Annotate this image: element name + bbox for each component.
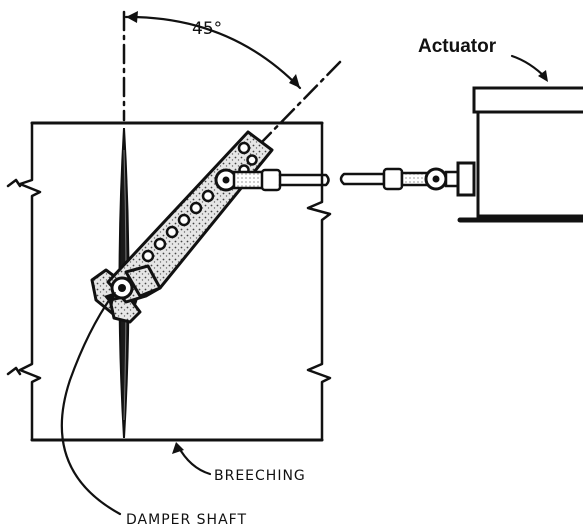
damper-lever-arm [106,130,274,304]
actuator-leader [510,54,548,82]
angle-arc [124,11,302,90]
arc-arrowhead-left [126,11,138,23]
breeching-leader [172,442,212,476]
angle-label: 45° [192,19,222,39]
angle-reference-line [256,60,342,148]
damper-shaft-label: DAMPER SHAFT [126,512,247,528]
arc-arrowhead-right [289,74,300,88]
damper-hub [90,268,142,324]
actuator-label: Actuator [418,36,497,57]
actuator-rod-end [382,161,476,197]
breeching-label: BREECHING [214,468,306,484]
breeching-outline [6,121,332,442]
arm-clevis [214,168,282,192]
connecting-rod [278,172,386,187]
damper-shaft-leader [60,292,122,516]
actuator-housing [457,86,583,223]
